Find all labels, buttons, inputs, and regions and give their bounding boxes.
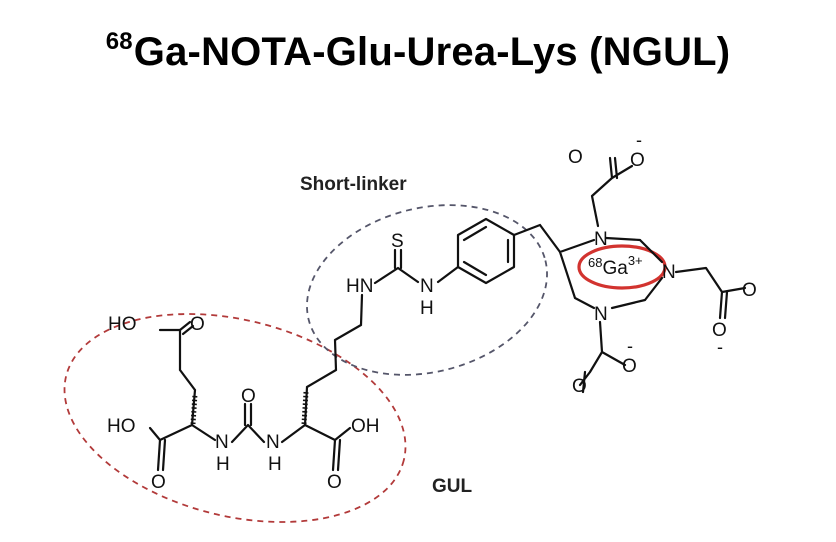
atom-n-ring-top: N bbox=[594, 229, 608, 250]
gallium-element: Ga bbox=[602, 258, 628, 279]
thiourea-to-phenyl bbox=[436, 265, 460, 284]
atom-h-2: H bbox=[268, 454, 282, 475]
glu-alpha-to-nh bbox=[190, 423, 217, 442]
glu-alpha-carboxyl bbox=[148, 423, 194, 472]
atom-ho-top: HO bbox=[108, 314, 137, 335]
glu-sidechain-carbonyl bbox=[178, 320, 195, 336]
atom-n-thio: N bbox=[420, 276, 434, 297]
atom-labels: HO O HO O N H O N H OH O HN S N H N N N … bbox=[107, 130, 757, 493]
atom-oh-right: OH bbox=[351, 416, 380, 437]
nota-ring-bonds bbox=[558, 236, 664, 310]
atom-o-ac2-a: O bbox=[742, 280, 757, 301]
benzyl-ch2-bond bbox=[512, 223, 562, 254]
thiourea-bonds bbox=[373, 248, 420, 285]
nota-acetate-bottom bbox=[578, 320, 627, 394]
atom-o-right-down: O bbox=[327, 472, 342, 493]
nota-bonds bbox=[558, 156, 747, 394]
atom-o-top: O bbox=[190, 314, 205, 335]
atom-o-ac1-a: O bbox=[568, 147, 583, 168]
title-text: Ga-NOTA-Glu-Urea-Lys (NGUL) bbox=[133, 30, 731, 74]
title-isotope: 68 bbox=[105, 28, 133, 55]
nota-acetate-right bbox=[674, 266, 747, 320]
glu-alpha-hash-bond bbox=[190, 393, 198, 425]
atom-o-ac3-b: O bbox=[622, 356, 637, 377]
atom-s-thio: S bbox=[391, 231, 404, 252]
atom-h-1: H bbox=[216, 454, 230, 475]
glu-sidechain-bonds bbox=[158, 328, 197, 427]
gul-highlight-ellipse bbox=[63, 313, 407, 523]
phenyl-ring bbox=[456, 217, 516, 285]
atom-hn-thio: HN bbox=[346, 276, 373, 297]
urea-bonds bbox=[230, 402, 266, 444]
lys-alpha-hash-bond bbox=[301, 391, 309, 425]
atom-h-thio: H bbox=[420, 298, 434, 319]
charge-ac2: - bbox=[717, 337, 723, 357]
atom-o-left-down: O bbox=[151, 472, 166, 493]
charge-ac3: - bbox=[627, 336, 633, 356]
gallium-charge: 3+ bbox=[628, 253, 643, 268]
linker-highlight-ellipse bbox=[306, 204, 548, 376]
atom-o-urea: O bbox=[241, 386, 256, 407]
lys-alpha-bonds bbox=[280, 423, 352, 472]
gallium-highlight-ellipse bbox=[577, 244, 667, 290]
atom-o-ac1-b: O bbox=[630, 150, 645, 171]
atom-ho-left: HO bbox=[107, 416, 136, 437]
lys-sidechain-bonds bbox=[303, 293, 364, 427]
atom-n-ring-right: N bbox=[662, 262, 676, 283]
gul-label: GUL bbox=[432, 476, 473, 497]
gul-bonds bbox=[148, 293, 364, 472]
linker-bonds bbox=[373, 217, 562, 285]
atom-nh-1: N bbox=[215, 432, 229, 453]
gallium-isotope: 68 bbox=[588, 255, 602, 270]
short-linker-label: Short-linker bbox=[300, 174, 407, 195]
nota-acetate-top bbox=[590, 156, 634, 228]
atom-nh-2: N bbox=[266, 432, 280, 453]
charge-ac1: - bbox=[636, 130, 642, 150]
gallium-ion-label: 68Ga3+ bbox=[588, 253, 643, 279]
atom-n-ring-bottom: N bbox=[594, 304, 608, 325]
page-title: 68Ga-NOTA-Glu-Urea-Lys (NGUL) bbox=[0, 28, 836, 75]
atom-o-ac2-b: O bbox=[712, 320, 727, 341]
phenyl-inner-double-bonds bbox=[462, 225, 510, 277]
atom-o-ac3-a: O bbox=[572, 376, 587, 397]
